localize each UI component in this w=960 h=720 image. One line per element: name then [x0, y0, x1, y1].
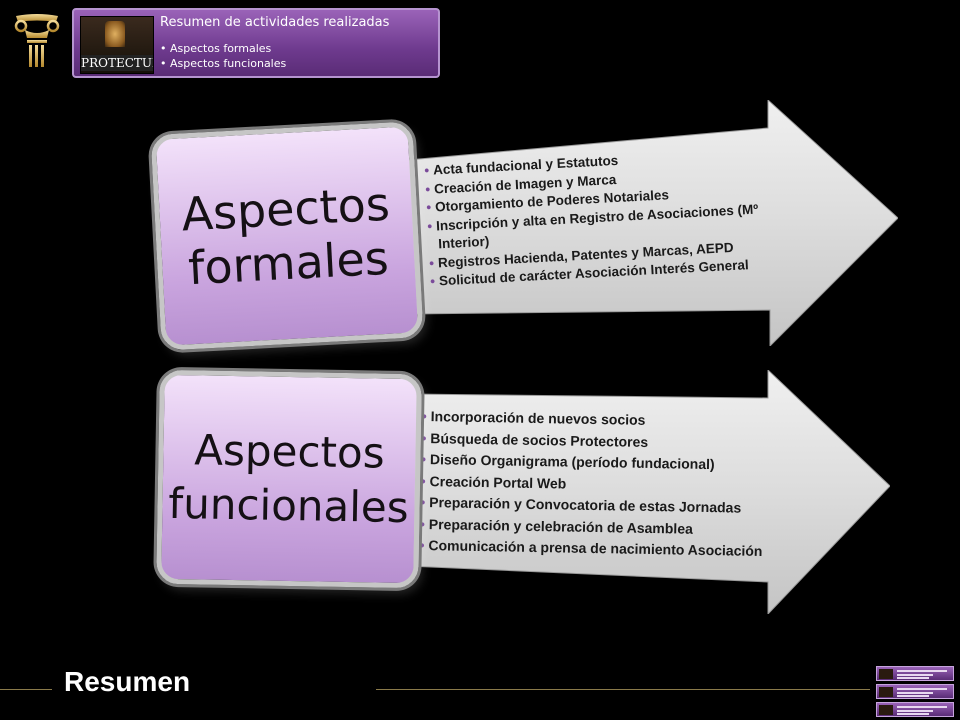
- mini-thumb-icon: [879, 705, 893, 715]
- section-box-funcionales: Aspectos funcionales: [156, 369, 422, 589]
- header-bullet-item: Aspectos formales: [160, 41, 286, 56]
- header-bullet-item: Aspectos funcionales: [160, 56, 286, 71]
- footer-divider-right: [376, 689, 870, 690]
- header-bullet-list: Aspectos formales Aspectos funcionales: [160, 41, 286, 71]
- thumbnail-logo-text: PROTECTURI: [81, 55, 153, 71]
- slide-thumbnail[interactable]: [876, 666, 954, 681]
- column-logo-icon: [14, 14, 60, 67]
- mini-thumb-icon: [879, 687, 893, 697]
- mini-text-line: [897, 710, 933, 712]
- header-title: Resumen de actividades realizadas: [160, 15, 390, 30]
- slide-thumbnail[interactable]: [876, 702, 954, 717]
- mini-text-line: [897, 677, 929, 679]
- header-thumbnail: PROTECTURI: [80, 16, 154, 74]
- footer-divider-left: [0, 689, 52, 690]
- mini-thumb-icon: [879, 669, 893, 679]
- mini-text-line: [897, 713, 929, 715]
- mini-text-line: [897, 695, 929, 697]
- mini-text-line: [897, 688, 947, 690]
- slide-thumbnail[interactable]: [876, 684, 954, 699]
- funcionales-item-list: •Incorporación de nuevos socios •Búsqued…: [419, 406, 764, 562]
- arrow-shape-funcionales: [408, 370, 890, 614]
- header-banner: PROTECTURI Resumen de actividades realiz…: [72, 8, 440, 78]
- mini-text-line: [897, 670, 947, 672]
- section-title-funcionales: Aspectos funcionales: [168, 425, 410, 533]
- statue-icon: [105, 21, 125, 47]
- footer-section-label: Resumen: [64, 666, 191, 697]
- arrow-shape-formales: [408, 100, 898, 346]
- mini-text-line: [897, 674, 933, 676]
- mini-text-line: [897, 692, 933, 694]
- formales-item-list: •Acta fundacional y Estatutos •Creación …: [424, 145, 762, 292]
- section-title-formales: Aspectos formales: [180, 176, 392, 296]
- mini-text-line: [897, 706, 947, 708]
- section-box-formales: Aspectos formales: [150, 121, 424, 351]
- slide-thumbnail-strip[interactable]: [872, 664, 956, 720]
